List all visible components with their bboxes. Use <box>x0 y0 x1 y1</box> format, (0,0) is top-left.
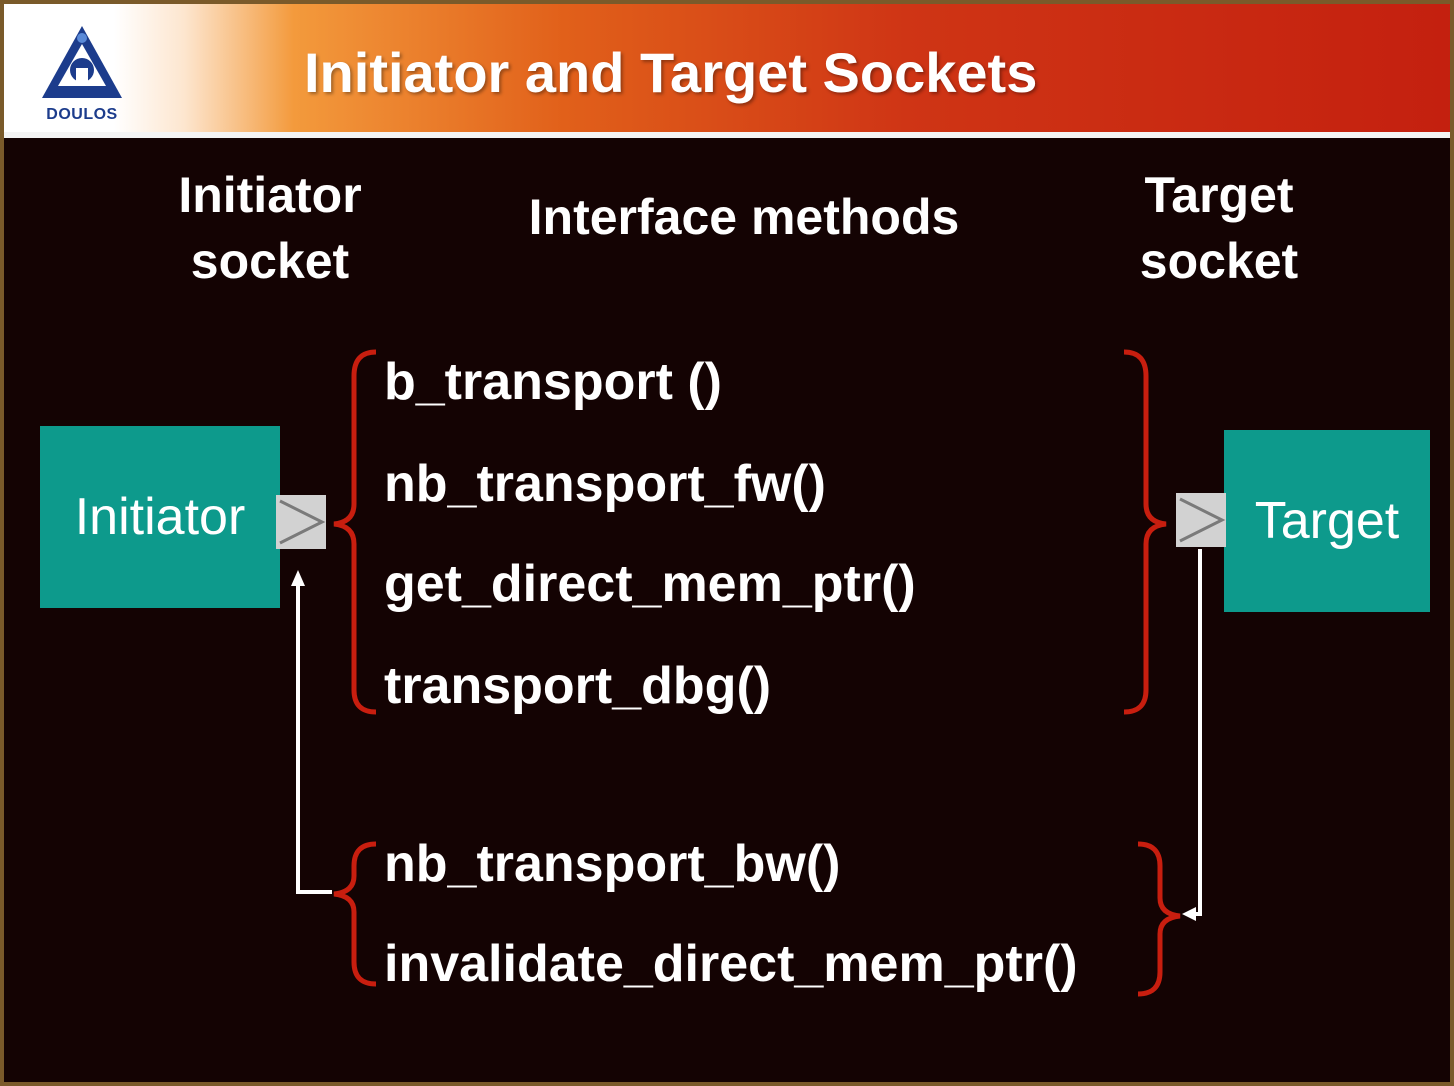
method-invalidate-direct-mem-ptr: invalidate_direct_mem_ptr() <box>384 935 1078 993</box>
forward-right-brace <box>1123 349 1167 715</box>
method-get-direct-mem-ptr: get_direct_mem_ptr() <box>384 555 916 613</box>
initiator-backward-arrowhead <box>291 570 305 586</box>
backward-left-brace <box>333 841 377 987</box>
doulos-logo: DOULOS <box>32 22 132 127</box>
logo-text: DOULOS <box>46 106 118 123</box>
target-socket-label: Target socket <box>1139 167 1299 289</box>
initiator-box: Initiator <box>40 426 280 608</box>
slide: DOULOS Initiator and Target Sockets Init… <box>4 4 1450 1082</box>
connections-overlay <box>276 349 1226 997</box>
title-underline <box>4 132 1450 138</box>
interface-methods-label: Interface methods <box>528 189 960 245</box>
forward-left-brace <box>333 349 377 715</box>
slide-title: Initiator and Target Sockets <box>304 41 1038 104</box>
logo-emblem-icon <box>42 26 122 98</box>
target-backward-line <box>1186 549 1202 916</box>
method-b-transport: b_transport () <box>384 353 722 411</box>
target-socket-icon <box>1176 493 1226 547</box>
title-bar <box>4 4 1450 132</box>
method-transport-dbg: transport_dbg() <box>384 657 772 715</box>
target-box: Target <box>1224 430 1430 612</box>
initiator-socket-label: Initiator socket <box>178 167 362 289</box>
target-backward-arrowhead <box>1182 907 1196 921</box>
initiator-socket-icon <box>276 495 326 549</box>
method-nb-transport-bw: nb_transport_bw() <box>384 835 841 893</box>
method-nb-transport-fw: nb_transport_fw() <box>384 455 826 513</box>
backward-right-brace <box>1137 841 1181 997</box>
initiator-backward-line <box>296 584 332 894</box>
